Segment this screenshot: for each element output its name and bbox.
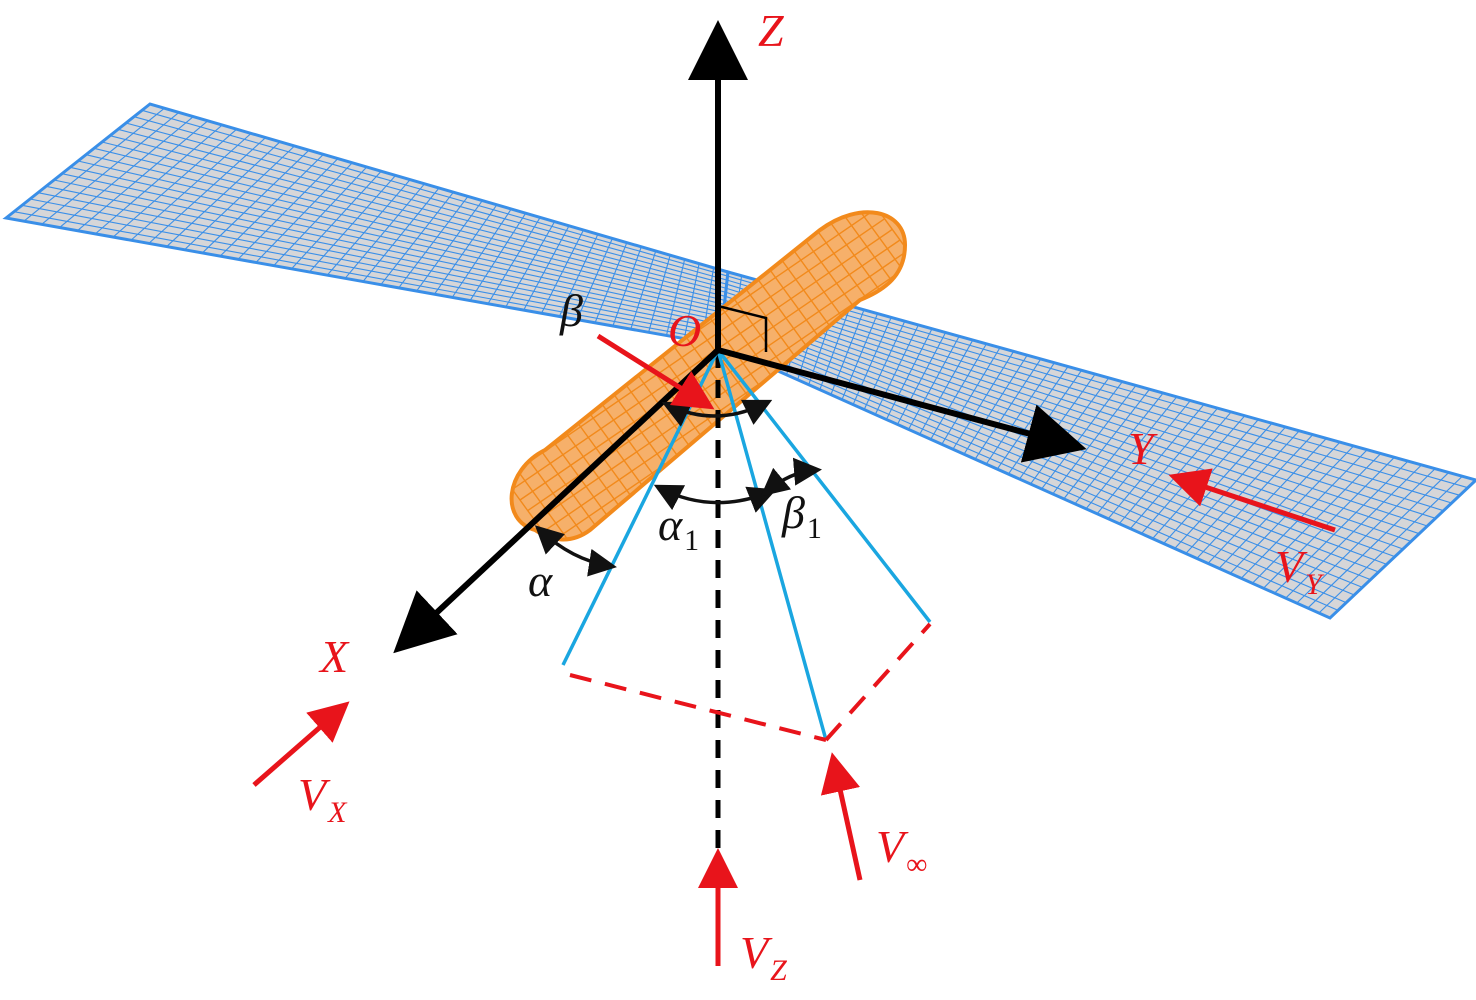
angle-arcs <box>534 399 822 577</box>
mesh-line <box>726 283 1452 504</box>
vx-sub: X <box>327 796 348 829</box>
mesh-line <box>535 260 905 522</box>
mesh-line <box>141 109 728 277</box>
vz-sub: Z <box>770 954 787 987</box>
alpha1-label: α1 <box>658 499 699 557</box>
vz-main: V <box>740 927 773 978</box>
vy-main: V <box>1275 541 1308 592</box>
mesh-line <box>125 122 727 285</box>
mesh-line <box>61 173 724 318</box>
right-angle-marker <box>717 304 768 352</box>
alpha1-sub: 1 <box>684 524 699 557</box>
mesh-line <box>45 185 723 326</box>
mesh-line <box>37 192 722 330</box>
mesh-line <box>133 116 728 281</box>
alpha-arc <box>534 525 617 577</box>
mesh-line <box>726 279 1460 496</box>
mesh-line <box>511 229 893 491</box>
wing-left-panel <box>2 102 730 347</box>
mesh-line <box>53 179 723 322</box>
z-axis-label: Z <box>758 5 784 56</box>
beta1-sub: 1 <box>807 512 822 545</box>
vy-sub: Y <box>1305 568 1325 601</box>
mesh-line <box>149 104 728 273</box>
beta-label: β <box>559 285 583 336</box>
mesh-line <box>723 307 1404 550</box>
alpha1-arc <box>653 484 777 513</box>
mesh-line <box>85 154 725 305</box>
mesh-line <box>727 275 1469 489</box>
vy-arrow <box>1168 468 1336 533</box>
x-axis-label: X <box>318 631 350 682</box>
mesh-line <box>77 160 725 310</box>
mesh-line <box>109 135 726 293</box>
vinf-main: V <box>876 821 909 872</box>
y-axis <box>717 347 1087 463</box>
beta-pointer-arrow <box>596 333 715 410</box>
mesh-line <box>13 211 721 342</box>
coordinate-axes <box>393 20 1087 654</box>
mesh-line <box>101 141 726 297</box>
mesh-line <box>726 287 1444 512</box>
mesh-line <box>93 147 726 301</box>
mesh-line <box>69 166 724 314</box>
x-axis <box>393 347 721 654</box>
mesh-line <box>720 344 1331 618</box>
velocity-arrows <box>252 333 1336 966</box>
vinf-sub: ∞ <box>906 848 927 881</box>
beta1-main: β <box>781 487 805 538</box>
y-axis-label: Y <box>1128 423 1158 474</box>
vz-label: VZ <box>740 927 787 987</box>
vx-main: V <box>298 769 331 820</box>
mesh-line <box>117 128 727 289</box>
vinf-label: V∞ <box>876 821 928 881</box>
beta1-label: β1 <box>781 487 822 545</box>
beta1-arc <box>760 457 822 497</box>
vy-label: VY <box>1275 541 1325 601</box>
mesh-line <box>21 204 721 338</box>
mesh-line <box>724 303 1412 542</box>
mesh-line <box>29 198 722 334</box>
mesh-line <box>720 340 1339 611</box>
projection-dashed-outline <box>569 622 932 742</box>
alpha1-main: α <box>658 499 683 550</box>
vx-label: VX <box>298 769 348 829</box>
origin-label: O <box>668 305 701 356</box>
alpha-label: α <box>528 555 553 606</box>
mesh-line <box>511 218 885 480</box>
vx-arrow <box>252 701 350 787</box>
vinf-arrow <box>820 752 863 881</box>
